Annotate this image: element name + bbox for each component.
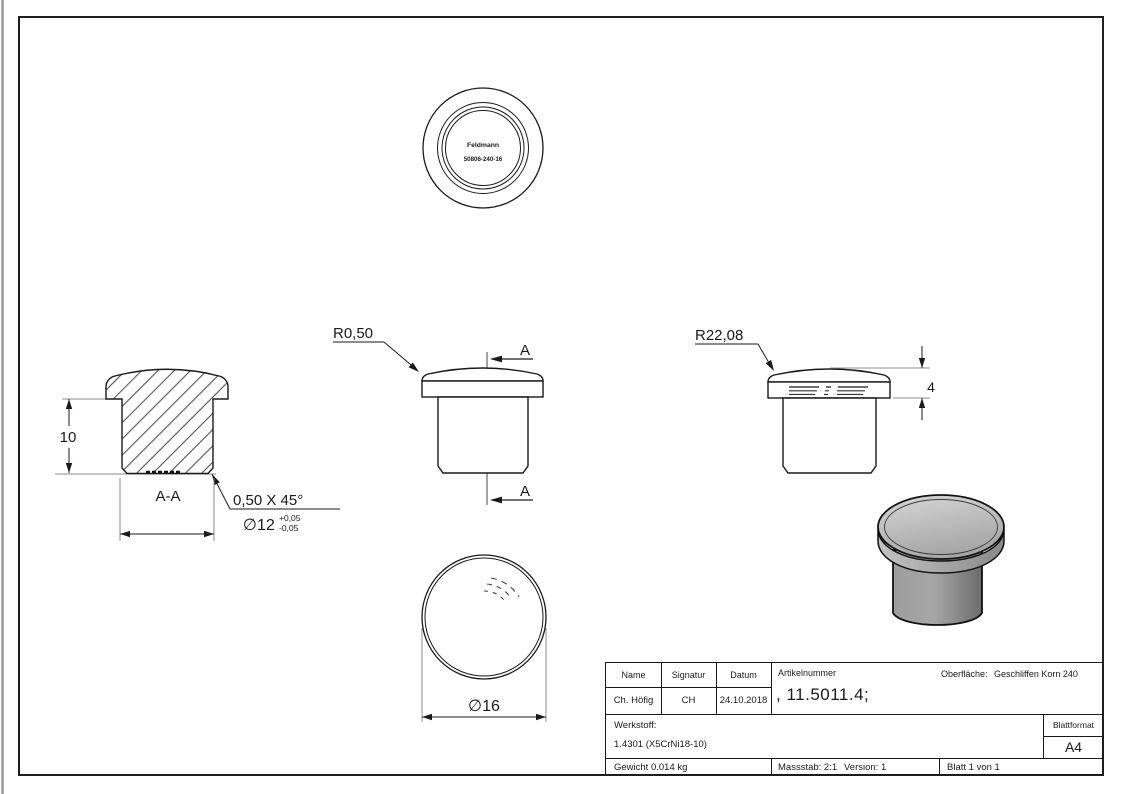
arrowhead [918, 358, 926, 368]
tolerance-minus: -0,05 [279, 523, 299, 533]
oberflaeche-label: Oberfläche: [941, 669, 988, 679]
blattformat-value: A4 [1064, 739, 1083, 755]
title-block: Name Signatur Datum Ch. Höfig CH 24.10.2… [605, 662, 1104, 776]
artikelnummer-label: Artikelnummer [778, 668, 837, 678]
bottom-view-outer-circle [421, 554, 547, 680]
artikelnummer-value: , 11.5011.4; [776, 685, 870, 704]
arrowhead [212, 474, 220, 486]
cap-dome-outline [767, 368, 891, 383]
sheet-frame [18, 16, 1104, 776]
radius-large-text: R22,08 [695, 327, 743, 344]
bottom-view-inner-circle [424, 557, 544, 677]
blatt-text: Blatt 1 von 1 [947, 762, 1000, 773]
werkstoff-value: 1.4301 (X5CrNi18-10) [614, 739, 707, 750]
cap-dome-outline [421, 367, 544, 382]
bottom-view: ∅16 [421, 554, 547, 722]
cap-flange-outline [767, 381, 891, 399]
divider [716, 663, 717, 714]
arrowhead [65, 463, 73, 473]
tolerance-plus: +0,05 [279, 513, 301, 523]
body-outline [782, 397, 877, 474]
divider [1043, 736, 1104, 737]
engraving-code: 50806-240-16 [464, 156, 503, 163]
arrowhead [204, 530, 214, 538]
arrowhead [765, 359, 774, 371]
section-label: A-A [155, 488, 180, 505]
hidden-engraving-lines [789, 386, 871, 395]
werkstoff-label: Werkstoff: [614, 720, 657, 731]
gewicht-text: Gewicht 0.014 kg [614, 762, 688, 773]
hidden-engraving-arcs [483, 577, 520, 601]
arrowhead [490, 496, 502, 504]
arrowhead [120, 530, 130, 538]
name-label: Name [621, 670, 646, 680]
signatur-label: Signatur [671, 670, 706, 680]
divider [771, 758, 772, 776]
top-view: Feldmann 50806-240-16 [422, 87, 544, 209]
datum-value: 24.10.2018 [719, 695, 768, 706]
divider [661, 663, 662, 714]
diameter16-text: ∅16 [468, 698, 500, 715]
render-top-face [877, 494, 1005, 560]
cap-flange-outline [421, 380, 544, 398]
top-view-ring [437, 102, 529, 194]
top-view-ring [445, 110, 521, 186]
section-profile [105, 368, 229, 475]
render-flange [877, 528, 1005, 574]
oberflaeche-value: Geschliffen Korn 240 [994, 669, 1078, 679]
engraving-brand: Feldmann [467, 142, 499, 149]
diameter12-text: ∅12 [243, 517, 275, 534]
render-top-rim [884, 499, 998, 555]
arrowhead [408, 362, 419, 372]
divider [771, 663, 772, 714]
name-value: Ch. Höfig [613, 695, 654, 706]
arrowhead [422, 713, 432, 721]
arrowhead [490, 355, 502, 363]
chamfer-text: 0,50 X 45° [233, 492, 303, 509]
dim-height-text: 10 [60, 429, 77, 446]
dim-cap-height-text: 4 [927, 379, 935, 395]
divider [606, 758, 1104, 760]
render-3d [877, 494, 1005, 626]
arrowhead [918, 398, 926, 408]
blattformat-label: Blattformat [1052, 720, 1095, 730]
radius-small-text: R0,50 [333, 325, 373, 342]
massstab-text: Massstab: 2:1 [778, 762, 838, 773]
top-view-outer-circle [422, 87, 544, 209]
version-text: Version: 1 [844, 762, 887, 773]
divider [606, 687, 771, 688]
section-letter-bottom: A [520, 483, 530, 500]
body-outline [437, 396, 529, 474]
arrowhead [65, 399, 73, 409]
datum-label: Datum [730, 670, 757, 680]
divider [606, 714, 1104, 716]
arrowhead [536, 713, 546, 721]
signatur-value: CH [681, 695, 696, 706]
top-view-ring [441, 106, 525, 190]
section-letter-top: A [520, 342, 530, 359]
section-view: 10 A-A 0,50 X 45° ∅12 +0,05 -0,05 [55, 368, 340, 541]
front-view: R0,50 A A [333, 325, 544, 505]
divider [939, 758, 940, 776]
side-view: R22,08 4 [695, 327, 935, 474]
